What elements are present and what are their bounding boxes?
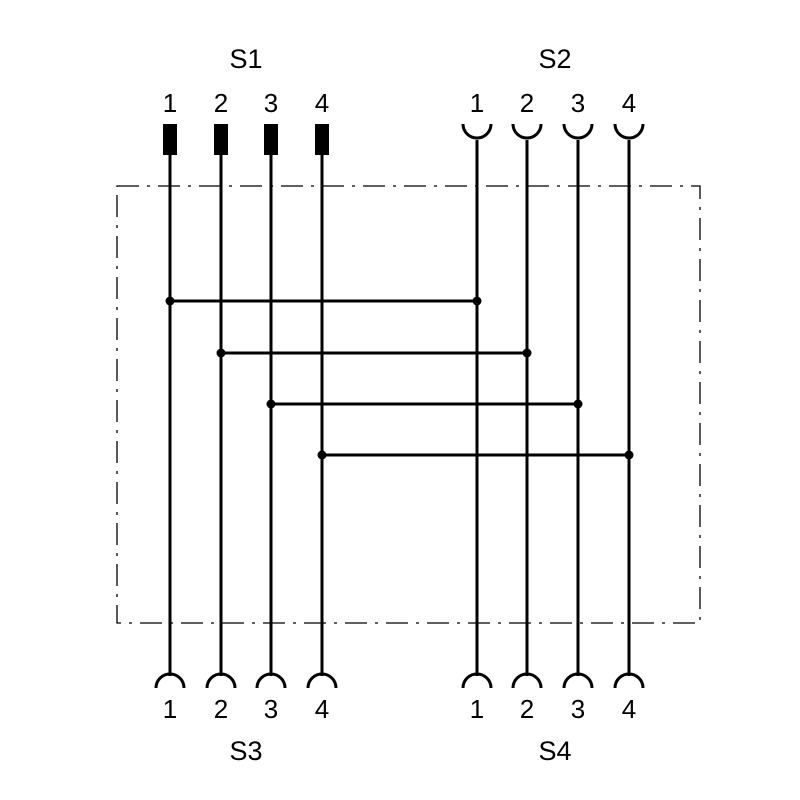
s1-pin-number: 2 [214, 88, 228, 118]
connector-label-s4: S4 [538, 736, 571, 766]
s3-female-socket [205, 672, 237, 689]
junction-dot [573, 399, 583, 409]
s2-pin-number: 2 [520, 88, 534, 118]
s2-female-socket [562, 123, 594, 140]
s4-female-socket [461, 672, 493, 689]
s3-female-socket [255, 672, 287, 689]
junction-dot [624, 450, 634, 460]
s2-pin-number: 4 [622, 88, 636, 118]
junction-dot [216, 348, 226, 358]
s1-male-pin [163, 124, 177, 155]
junction-dot [522, 348, 532, 358]
s3-female-socket [154, 672, 186, 689]
s4-pin-number: 4 [622, 694, 636, 724]
s4-pin-number: 1 [470, 694, 484, 724]
s3-pin-number: 4 [315, 694, 329, 724]
junction-dot [266, 399, 276, 409]
s2-female-socket [511, 123, 543, 140]
s4-pin-number: 2 [520, 694, 534, 724]
s3-pin-number: 3 [264, 694, 278, 724]
connector-label-s1: S1 [229, 44, 262, 74]
s2-pin-number: 1 [470, 88, 484, 118]
junction-dot [165, 296, 175, 306]
s3-female-socket [306, 672, 338, 689]
s2-female-socket [613, 123, 645, 140]
junction-dot [472, 296, 482, 306]
connector-label-s2: S2 [538, 44, 571, 74]
s2-pin-number: 3 [571, 88, 585, 118]
s1-pin-number: 3 [264, 88, 278, 118]
s4-female-socket [511, 672, 543, 689]
s3-pin-number: 1 [163, 694, 177, 724]
s2-female-socket [461, 123, 493, 140]
s4-pin-number: 3 [571, 694, 585, 724]
housing-outline [116, 185, 701, 624]
s4-female-socket [613, 672, 645, 689]
s1-pin-number: 1 [163, 88, 177, 118]
s1-male-pin [214, 124, 228, 155]
s1-male-pin [315, 124, 329, 155]
connector-label-s3: S3 [229, 736, 262, 766]
s1-pin-number: 4 [315, 88, 329, 118]
s1-male-pin [264, 124, 278, 155]
s4-female-socket [562, 672, 594, 689]
junction-dot [317, 450, 327, 460]
s3-pin-number: 2 [214, 694, 228, 724]
wire-layer [154, 123, 645, 689]
